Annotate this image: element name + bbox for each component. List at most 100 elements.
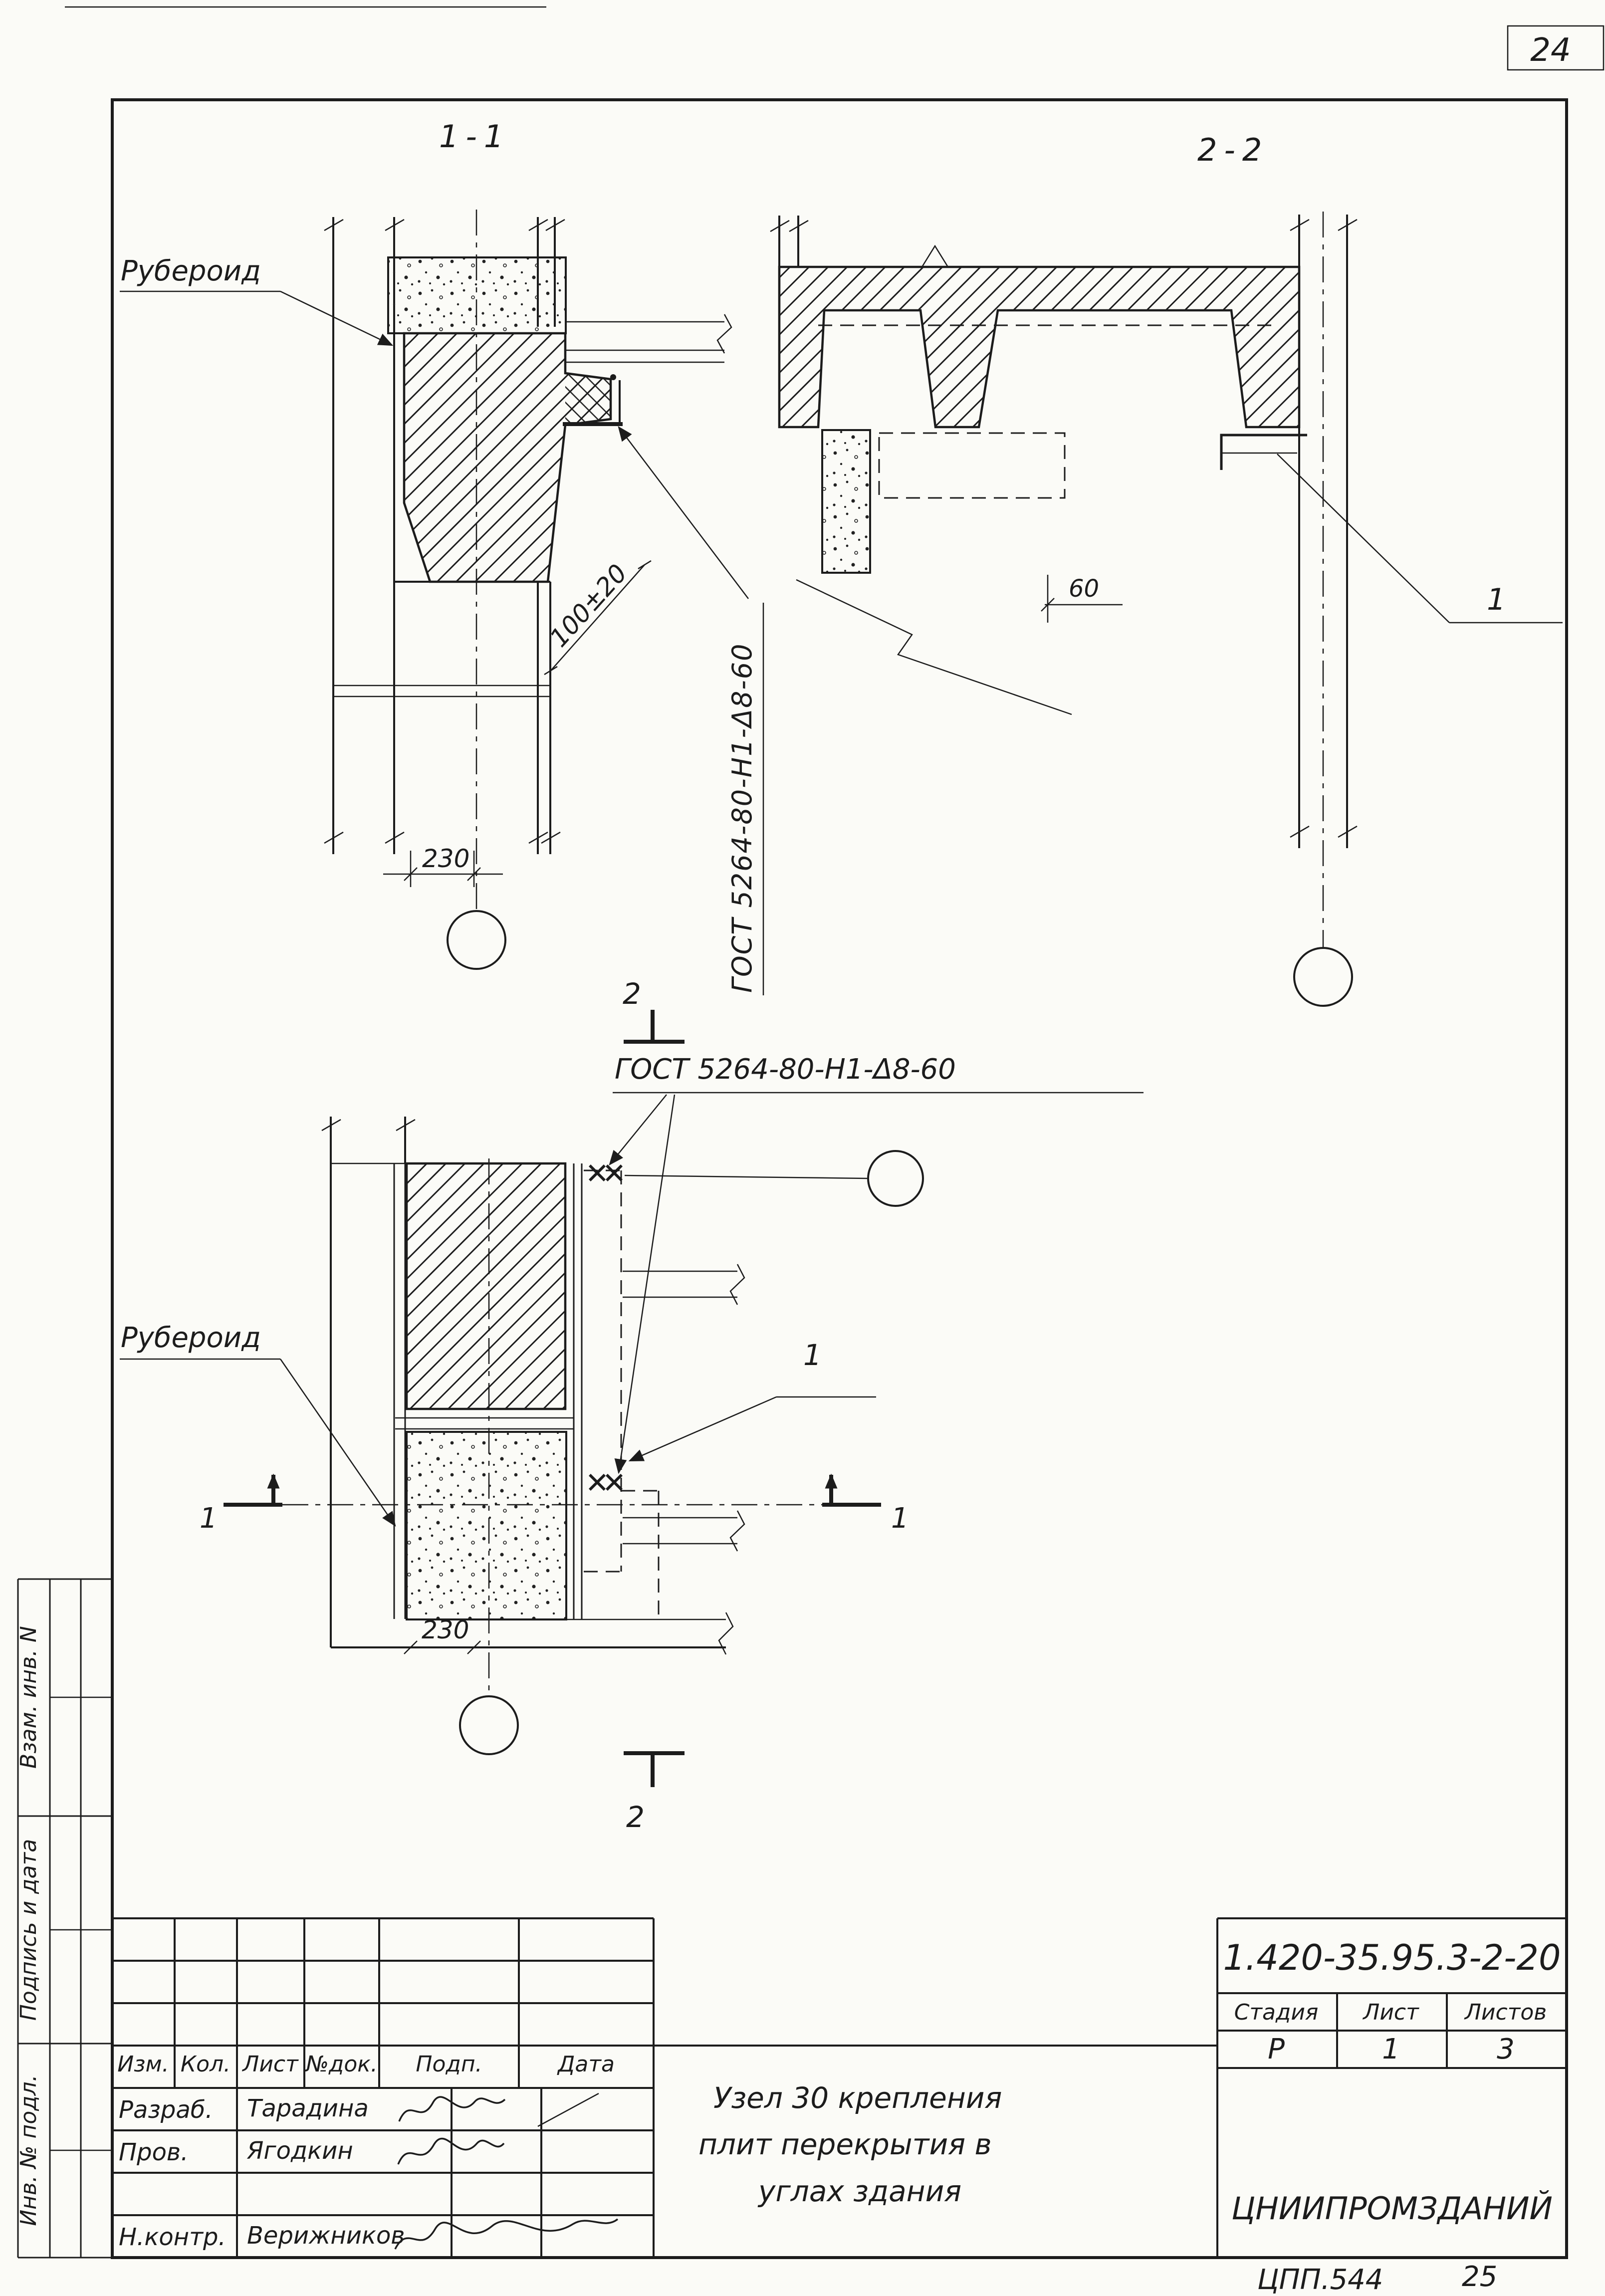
slab-break-extensions [623, 1264, 745, 1552]
dim-230-section: 230 [383, 844, 503, 887]
corner-plan: 2 ГОСТ 5264-80-Н1-Δ8-60 [120, 977, 1144, 1834]
organization-name: ЦНИИПРОМЗДАНИЙ [1231, 2190, 1553, 2227]
gost-label-vertical: ГОСТ 5264-80-Н1-Δ8-60 [726, 643, 758, 993]
staff-rows: Разраб. Тарадина Пров. Ягодкин Н.контр. … [119, 2092, 619, 2251]
stage-label: Стадия [1234, 2000, 1319, 2025]
cut-2-top-label: 2 [623, 977, 641, 1011]
lower-wall [333, 581, 561, 854]
razrab-label: Разраб. [119, 2096, 213, 2124]
embedded-steel-detail [565, 373, 611, 425]
col-kol: Кол. [181, 2052, 230, 2077]
footer-code: ЦПП.544 [1257, 2264, 1383, 2296]
right-wall-lines [1290, 215, 1358, 848]
section-2-2-label: 2-2 [1197, 132, 1269, 168]
title-line-1: Узел 30 крепления [713, 2081, 1002, 2115]
signature [397, 2137, 505, 2165]
weld-point [610, 374, 616, 380]
slab-break-mark [921, 244, 949, 267]
dim-60: 60 [1041, 575, 1123, 623]
ruberoid-label: Рубероид [121, 1322, 261, 1354]
sheets-label: Листов [1464, 2000, 1547, 2025]
footer-number: 25 [1462, 2261, 1497, 2293]
plan-walls [321, 1117, 734, 1655]
weld-marks-top [589, 1164, 623, 1181]
prov-name: Ягодкин [246, 2137, 353, 2165]
insitu-concrete-block [406, 1431, 567, 1620]
page-number-box [1507, 25, 1605, 71]
dim-60-text: 60 [1069, 575, 1099, 603]
col-data: Дата [557, 2052, 615, 2077]
adjacent-floor-lines [566, 314, 732, 363]
cut-mark-1-right: 1 [822, 1473, 909, 1535]
dim-230-plan: 230 [404, 1615, 481, 1654]
sheet-label: Лист [1362, 2000, 1419, 2025]
margin-column: Взам. инв. N Подпись и дата Инв. № подл. [16, 1578, 112, 2259]
hidden-support [878, 432, 1066, 499]
ruberoid-label: Рубероид [121, 255, 261, 287]
col-ndok: №док. [304, 2052, 378, 2077]
weld-marks-bottom [589, 1474, 623, 1491]
axis-marker-circle [1293, 947, 1353, 1007]
ribbed-slab-section [778, 265, 1301, 429]
gost-label-plan: ГОСТ 5264-80-Н1-Δ8-60 [615, 1053, 956, 1086]
sheet-value: 1 [1382, 2033, 1400, 2066]
dim-100-20: 100±20 [544, 559, 652, 676]
slab-hidden-outline [584, 1169, 660, 1619]
ruberoid-callout-plan: Рубероид [120, 1322, 396, 1527]
section-2-2: 2-2 60 1 [770, 132, 1563, 1007]
callout-1-plan: 1 [628, 1338, 876, 1462]
doc-number: 1.420-35.95.3-2-20 [1223, 1937, 1561, 1978]
dim-230-text: 230 [422, 1615, 469, 1644]
footer: ЦПП.544 25 [1257, 2261, 1497, 2296]
dim-100-20-text: 100±20 [544, 559, 633, 653]
callout-1-section2: 1 [1277, 454, 1563, 624]
bearing-detail-right [1220, 434, 1307, 470]
drawing-title: Узел 30 крепления плит перекрытия в угла… [698, 2081, 1002, 2208]
detail-circle [867, 1150, 924, 1207]
margin-label-inv: Инв. № подл. [16, 2074, 41, 2226]
section-1-1: 1-1 Рубероид [120, 118, 764, 995]
col-podp: Подп. [416, 2052, 482, 2077]
stage-sheet-block: Стадия Лист Листов Р 1 3 [1234, 2000, 1547, 2066]
col-list: Лист [241, 2052, 299, 2077]
section-1-1-label: 1-1 [439, 118, 510, 155]
callout-1-text: 1 [803, 1338, 822, 1372]
gost-weld-callout-plan: ГОСТ 5264-80-Н1-Δ8-60 [609, 1053, 1144, 1474]
support-pier [821, 429, 871, 574]
signature [394, 2218, 619, 2250]
sheet-border [111, 98, 1568, 2259]
wall-pier-plan [405, 1162, 567, 1410]
dim-230-text: 230 [422, 844, 469, 873]
cut-1-left-label: 1 [200, 1502, 218, 1535]
callout-1-text: 1 [1487, 582, 1506, 617]
slab-cross-section [403, 332, 612, 583]
signature [537, 2092, 599, 2127]
cut-2-bottom-label: 2 [626, 1800, 645, 1834]
title-block: Изм. Кол. Лист №док. Подп. Дата Разраб. … [112, 1917, 1567, 2258]
cut-mark-1-left: 1 [200, 1473, 822, 1535]
title-line-3: углах здания [757, 2174, 961, 2208]
page-frame: 24 [65, 6, 1605, 2259]
cut-mark-2-top: 2 [623, 977, 685, 1044]
detail-circle-callout [624, 1150, 924, 1207]
axis-marker-circle [459, 1695, 519, 1755]
long-break-line [796, 579, 1072, 715]
cut-1-right-label: 1 [891, 1502, 909, 1535]
axis-marker-circle [447, 910, 506, 970]
prov-label: Пров. [119, 2138, 188, 2166]
nkontr-label: Н.контр. [119, 2223, 226, 2251]
margin-label-vzam: Взам. инв. N [16, 1626, 41, 1769]
page-number: 24 [1530, 32, 1571, 69]
nkontr-name: Верижников [247, 2222, 405, 2250]
revision-header: Изм. Кол. Лист №док. Подп. Дата [117, 2052, 615, 2077]
cut-mark-2-bottom: 2 [624, 1751, 685, 1834]
stage-value: Р [1268, 2033, 1285, 2066]
razrab-name: Тарадина [247, 2094, 369, 2122]
left-wall-lines [770, 216, 809, 268]
sheets-value: 3 [1497, 2033, 1515, 2066]
col-izm: Изм. [117, 2052, 169, 2077]
title-line-2: плит перекрытия в [698, 2127, 992, 2161]
signature [398, 2096, 506, 2122]
